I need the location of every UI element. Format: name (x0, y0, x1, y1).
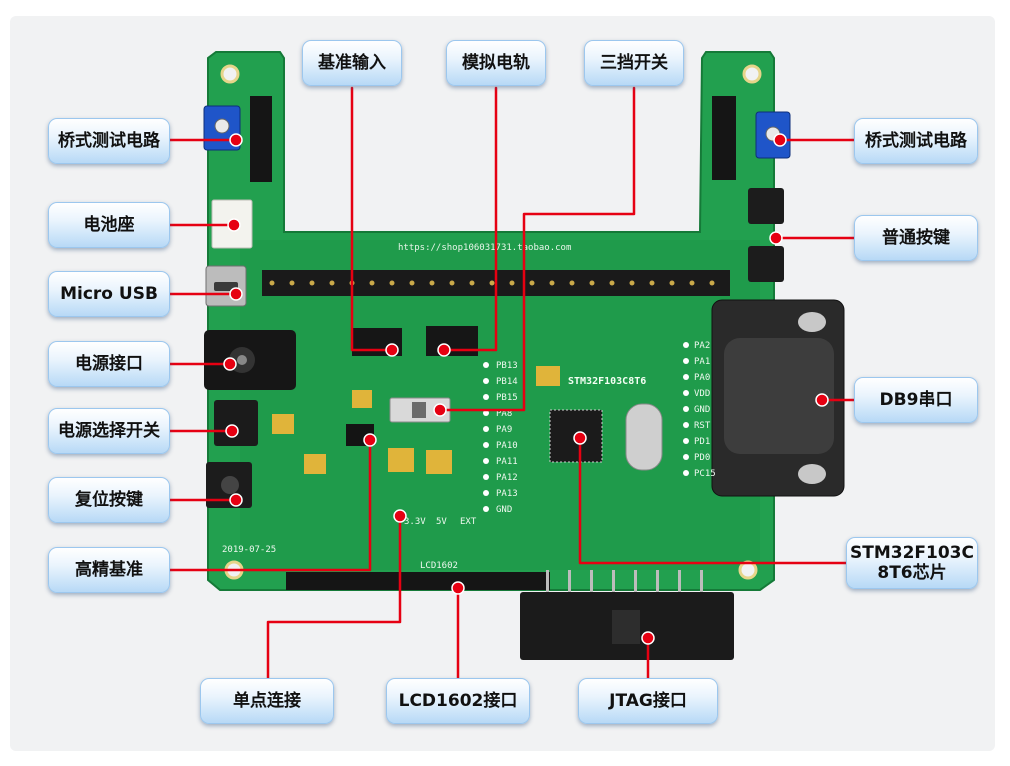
svg-text:PC15: PC15 (694, 469, 716, 479)
lcd-silkscreen-label: LCD1602 (420, 561, 458, 571)
svg-text:PB13: PB13 (496, 361, 518, 371)
mcu-silkscreen-label: STM32F103C8T6 (568, 376, 646, 387)
callout-three-switch: 三挡开关 (584, 40, 684, 86)
callout-analog-rail: 模拟电轨 (446, 40, 546, 86)
svg-text:PB14: PB14 (496, 377, 518, 387)
svg-text:GND: GND (496, 505, 512, 515)
left-ear-header (250, 96, 272, 182)
callout-precision-ref: 高精基准 (48, 547, 170, 593)
callout-bridge-left: 桥式测试电路 (48, 118, 170, 164)
lcd1602-header (286, 572, 550, 590)
ref-input-jumper (352, 328, 402, 356)
callout-ref-input: 基准输入 (302, 40, 402, 86)
svg-text:PA0: PA0 (694, 373, 710, 383)
voltage-select-labels: 3.3V 5V EXT (404, 517, 477, 527)
svg-text:PD1: PD1 (694, 437, 710, 447)
callout-jtag: JTAG接口 (578, 678, 718, 724)
board-date-silkscreen: 2019-07-25 (222, 545, 276, 555)
precision-reference-ic (346, 424, 374, 446)
stm32-mcu-chip (549, 409, 603, 463)
mount-hole-icon (224, 560, 244, 580)
svg-text:EXT: EXT (460, 517, 477, 527)
mount-hole-icon (738, 560, 758, 580)
analog-rail-jumper (426, 326, 478, 356)
svg-text:PA8: PA8 (496, 409, 512, 419)
svg-text:VDD: VDD (694, 389, 710, 399)
svg-text:PA1: PA1 (694, 357, 710, 367)
mount-hole-icon (220, 64, 240, 84)
user-button-part (748, 246, 784, 282)
svg-text:PD0: PD0 (694, 453, 710, 463)
battery-connector (211, 199, 253, 249)
callout-micro-usb: Micro USB (48, 271, 170, 317)
callout-single-point: 单点连接 (200, 678, 334, 724)
power-select-switch (214, 400, 258, 446)
mount-hole-icon (742, 64, 762, 84)
callout-mcu-chip: STM32F103C 8T6芯片 (846, 537, 978, 589)
user-button-part (748, 188, 784, 224)
svg-text:PA12: PA12 (496, 473, 518, 483)
svg-text:GND: GND (694, 405, 710, 415)
callout-lcd-port: LCD1602接口 (386, 678, 530, 724)
callout-db9: DB9串口 (854, 377, 978, 423)
svg-text:PA9: PA9 (496, 425, 512, 435)
svg-text:3.3V: 3.3V (404, 517, 426, 527)
crystal-oscillator (625, 403, 663, 471)
svg-text:5V: 5V (436, 517, 447, 527)
callout-bridge-right: 桥式测试电路 (854, 118, 978, 164)
svg-text:PA13: PA13 (496, 489, 518, 499)
callout-power-jack: 电源接口 (48, 341, 170, 387)
callout-battery: 电池座 (48, 202, 170, 248)
callout-power-select: 电源选择开关 (48, 408, 170, 454)
svg-text:PA11: PA11 (496, 457, 518, 467)
callout-reset: 复位按键 (48, 477, 170, 523)
svg-text:PA10: PA10 (496, 441, 518, 451)
callout-buttons: 普通按键 (854, 215, 978, 261)
board-url-silkscreen: https://shop106031731.taobao.com (398, 243, 571, 253)
right-ear-header (712, 96, 736, 180)
svg-text:PA2: PA2 (694, 341, 710, 351)
svg-text:PB15: PB15 (496, 393, 518, 403)
svg-text:RST: RST (694, 421, 711, 431)
